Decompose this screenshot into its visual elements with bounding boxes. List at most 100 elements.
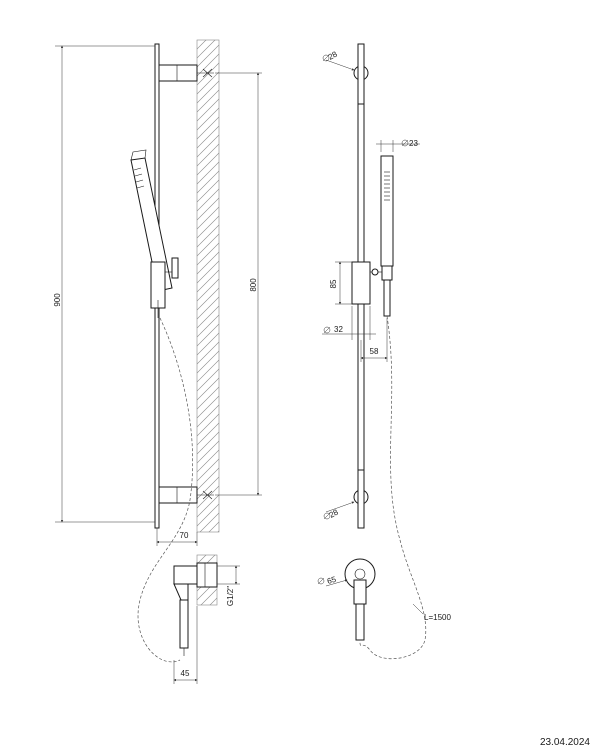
dim-handshower: 23 [376, 139, 420, 152]
hatch-line [197, 467, 219, 491]
hatch-line [197, 40, 198, 41]
hand-shower [130, 149, 173, 292]
hatch-line [197, 413, 219, 437]
dim-58-label: 58 [370, 347, 379, 356]
hatch-line [197, 422, 219, 446]
hatch-line [197, 440, 219, 464]
hose-length-note: L=1500 [412, 603, 451, 622]
dim-thread: G1/2" [217, 565, 240, 606]
hatch-line [197, 89, 219, 113]
hatch-line [197, 555, 207, 565]
front-shower-holder [351, 261, 382, 305]
hatch-line [197, 296, 219, 320]
hatch-line [197, 359, 219, 383]
wall-outlet-front: 65 [325, 558, 376, 641]
hose-length-label: L=1500 [424, 613, 451, 622]
hatch-line [200, 588, 217, 605]
dim-holder-offset: 58 [360, 318, 388, 362]
hatch-line [197, 179, 219, 203]
hatch-line [197, 485, 219, 509]
hatch-line [197, 242, 219, 266]
hose [137, 317, 193, 663]
dim-32-label: 32 [334, 325, 343, 334]
hatch-line [197, 215, 219, 239]
hatch-line [197, 458, 219, 482]
hatch-line [197, 161, 219, 185]
dim-holder-dia: 32 [322, 306, 376, 340]
top-wall-bracket [158, 64, 214, 82]
hatch-line [197, 116, 219, 140]
hatch-line [197, 143, 219, 167]
hatch-line [209, 597, 217, 605]
side-view: 900 800 70 [53, 39, 262, 684]
drawing-date: 23.04.2024 [539, 737, 590, 748]
hatch-line [197, 404, 219, 428]
hatch-line [197, 607, 217, 627]
hatch-line [197, 287, 219, 311]
hatch-line [197, 616, 217, 636]
dim-total-height: 900 [53, 45, 155, 523]
dim-23-label: 23 [409, 139, 418, 148]
dim-wall-offset: 70 [156, 528, 198, 546]
front-view: 28 28 23 [322, 43, 451, 659]
hatch-line [197, 494, 219, 518]
dim-thread-label: G1/2" [226, 586, 235, 606]
hatch-line [197, 305, 219, 329]
hatch-line [197, 251, 219, 275]
dim-85-label: 85 [329, 279, 338, 288]
wall-outlet-side [173, 554, 218, 656]
dim-45-label: 45 [181, 669, 190, 678]
hatch-line [197, 134, 219, 158]
hatch-line [197, 197, 219, 221]
hatch-line [208, 521, 219, 532]
dim-800-label: 800 [249, 278, 258, 292]
hatch-line [197, 224, 219, 248]
front-bottom-bracket: 28 [325, 469, 369, 529]
dim-holder-height: 85 [329, 261, 352, 305]
hatch-line [197, 98, 219, 122]
hatch-line [197, 107, 219, 131]
hatch-line [197, 278, 219, 302]
hatch-line [197, 395, 219, 419]
hatch-line [197, 503, 219, 527]
hatch-line [197, 233, 219, 257]
hatch-line [199, 512, 219, 532]
hatch-line [197, 431, 219, 455]
hatch-line [197, 341, 219, 365]
hatch-line [197, 188, 219, 212]
shower-holder [150, 257, 179, 318]
hatch-line [197, 476, 219, 500]
dim-bracket-spacing: 800 [215, 72, 262, 496]
hatch-line [197, 386, 219, 410]
front-hose [359, 315, 427, 659]
hatch-line [197, 449, 219, 473]
hatch-line [197, 555, 198, 556]
diameter-symbols [317, 54, 409, 585]
dim-outlet-width: 45 [173, 606, 198, 684]
hatch-line [197, 80, 219, 104]
hatch-line [197, 40, 216, 59]
hatch-line [197, 53, 219, 77]
wall-section [196, 39, 220, 533]
hatch-line [197, 125, 219, 149]
hatch-line [197, 269, 219, 293]
front-top-bracket: 28 [325, 43, 369, 105]
hatch-line [197, 323, 219, 347]
hatch-line [197, 350, 219, 374]
hatch-line [197, 206, 219, 230]
hatch-line [197, 368, 219, 392]
dim-900-label: 900 [53, 293, 62, 307]
hatch-line [197, 40, 207, 50]
dim-65-label: 65 [326, 575, 338, 586]
hatch-line [197, 62, 219, 86]
hatch-line [217, 530, 219, 532]
hatch-line [197, 332, 219, 356]
hatch-line [197, 314, 219, 338]
hatch-line [197, 152, 219, 176]
bottom-wall-bracket [158, 486, 214, 504]
front-hand-shower [380, 155, 394, 317]
dim-70-label: 70 [180, 531, 189, 540]
hatch-line [197, 170, 219, 194]
hatch-line [197, 260, 219, 284]
